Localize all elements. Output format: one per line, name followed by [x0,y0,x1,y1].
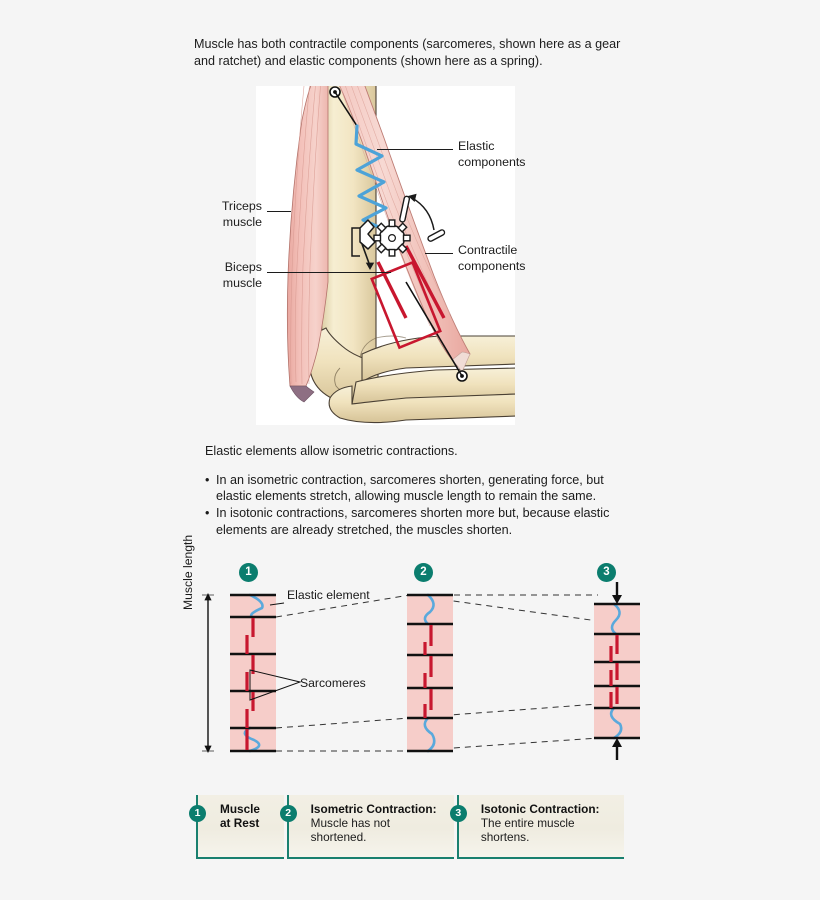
legend-item-isotonic-contraction: 3 Isotonic Contraction: The entire muscl… [449,795,624,859]
triceps-muscle [286,86,329,387]
label-triceps-line2: muscle [222,214,262,229]
legend-badge-1: 1 [189,805,206,822]
contractile-region-outline [370,260,442,350]
label-biceps-line2: muscle [222,275,262,290]
label-triceps-muscle: Triceps muscle [200,199,262,230]
bullet-list: • In an isometric contraction, sarcomere… [205,472,625,539]
label-contractile-components: Contractile components [458,243,558,274]
forearm-shaft [328,385,515,424]
contractile-force-bar-left [376,261,408,319]
elastic-spring-icon [354,124,392,234]
legend-title-1-line2: at Rest [220,816,260,830]
leader-biceps [267,272,391,273]
gear-and-ratchet-icon [351,193,446,270]
shortening-arrow-top [612,582,622,604]
crank-handle [399,195,411,223]
intro-caption: Muscle has both contractile components (… [194,37,621,68]
label-sarcomeres: Sarcomeres [300,676,366,690]
label-contractile-line2: components [458,258,526,273]
leader-elastic-element [269,602,285,606]
column-badge-3: 3 [597,563,616,582]
legend-title-2: Isometric Contraction: [310,802,437,816]
arm-anatomy-illustration [256,86,515,425]
comparison-connectors [275,594,599,752]
section-heading-elastic-elements: Elastic elements allow isometric contrac… [205,444,458,458]
shortening-arrow-bottom [612,738,622,760]
legend-badge-2: 2 [279,805,297,822]
column-badge-2: 2 [414,563,433,582]
bullet-item-isometric: • In an isometric contraction, sarcomere… [205,472,625,504]
bullet-glyph: • [205,473,210,487]
sarcomere-column-1 [230,593,276,753]
bullet-item-isotonic: • In isotonic contractions, sarcomeres s… [205,505,625,537]
legend-item-muscle-at-rest: 1 Muscle at Rest [189,795,284,859]
legend-title-1: Muscle [220,802,260,816]
label-biceps-line1: Biceps [224,260,262,274]
leader-contractile [425,253,453,254]
label-elastic-line1: Elastic [458,139,495,153]
ratchet-pawl [359,219,376,250]
leader-triceps [267,211,291,212]
label-biceps-muscle: Biceps muscle [198,260,262,291]
label-contractile-line1: Contractile [458,243,518,257]
label-triceps-line1: Triceps [221,199,262,213]
leader-elastic [377,149,453,150]
sarcomere-column-3 [594,582,640,760]
axis-label-muscle-length: Muscle length [181,534,195,610]
sarcomere-column-2 [407,593,453,753]
label-elastic-components: Elastic components [458,139,550,170]
triceps-tendon [289,385,315,403]
anatomy-illustration-panel [256,86,515,425]
legend-body-2: Muscle has not shortened. [310,816,390,844]
bullet-glyph: • [205,506,210,521]
leader-sarcomeres-bracket [249,669,302,701]
bullet-text-isometric: In an isometric contraction, sarcomeres … [216,473,604,504]
column-badge-1: 1 [239,563,258,582]
line-of-action-upper [334,91,358,127]
line-of-action-lower [405,281,463,377]
contractile-force-bar-right [404,245,446,319]
legend-item-isometric-contraction: 2 Isometric Contraction: Muscle has not … [279,795,454,859]
lever-piece [427,229,446,242]
label-elastic-line2: components [458,154,526,169]
bullet-text-isotonic: In isotonic contractions, sarcomeres sho… [216,506,610,537]
legend-row: 1 Muscle at Rest 2 Isometric Contraction… [189,795,624,859]
legend-title-3: Isotonic Contraction: [480,802,600,816]
legend-badge-3: 3 [449,805,467,822]
legend-body-3: The entire muscle shortens. [480,816,575,844]
muscle-length-axis [202,593,214,753]
sarcomere-comparison-diagram: .band { fill:#f6cdc9; } .zline { stroke:… [180,558,640,773]
label-elastic-element: Elastic element [287,588,370,602]
